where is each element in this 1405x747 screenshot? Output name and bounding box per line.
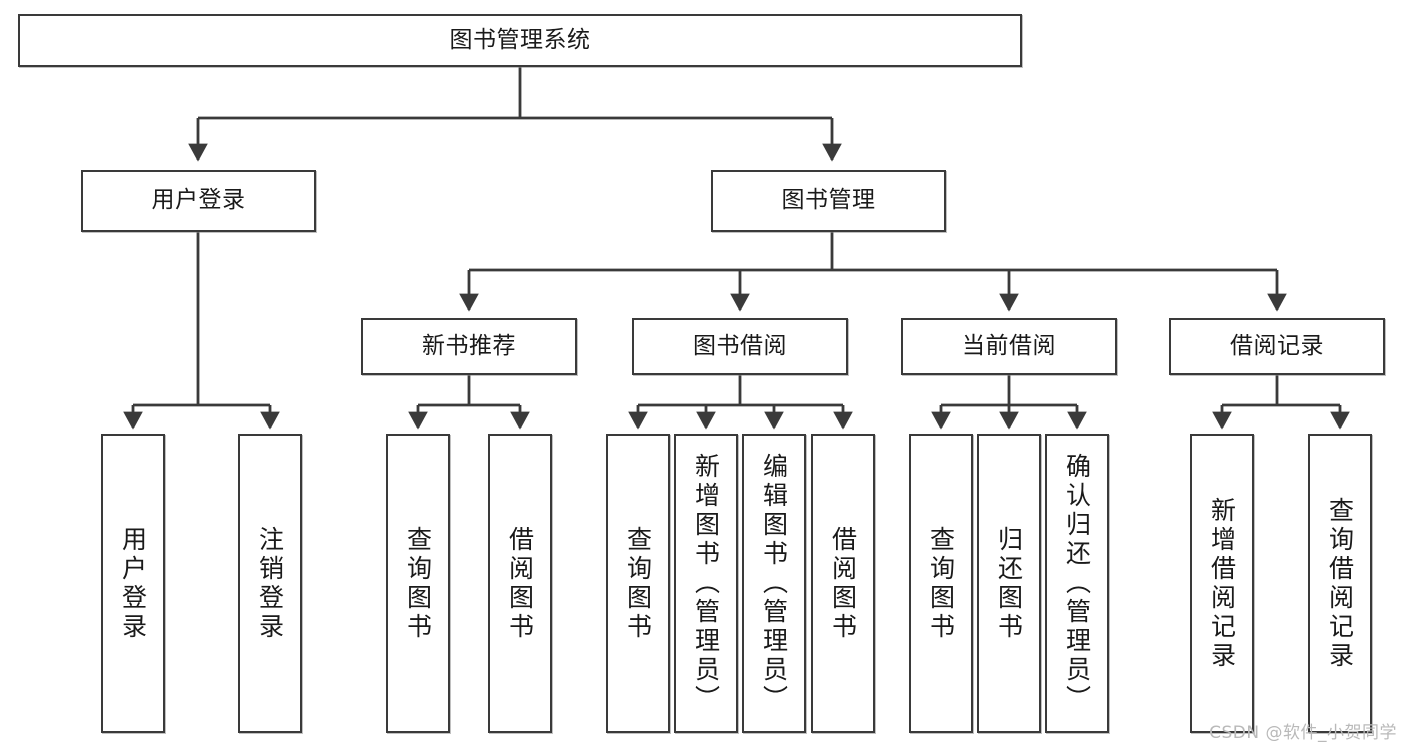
node-leaf-query-book-borrow[interactable]: 查询图书: [606, 434, 670, 733]
node-label: 归还图书: [994, 525, 1024, 642]
node-leaf-add-book-admin[interactable]: 新增图书（管理员）: [674, 434, 738, 733]
node-label: 借阅记录: [1230, 332, 1324, 359]
node-label: 当前借阅: [962, 332, 1056, 359]
node-root-system[interactable]: 图书管理系统: [18, 14, 1022, 67]
node-label: 图书管理系统: [449, 26, 591, 53]
node-borrow-record[interactable]: 借阅记录: [1169, 318, 1385, 375]
node-label: 查询图书: [926, 525, 956, 642]
node-label: 用户登录: [118, 525, 148, 642]
node-label: 图书管理: [781, 187, 876, 214]
node-label: 查询图书: [623, 525, 653, 642]
node-label: 查询图书: [403, 525, 433, 642]
node-label: 新书推荐: [422, 332, 516, 359]
node-leaf-confirm-return-admin[interactable]: 确认归还（管理员）: [1045, 434, 1109, 733]
node-leaf-query-book-new[interactable]: 查询图书: [386, 434, 450, 733]
node-label: 新增图书（管理员）: [691, 453, 721, 714]
node-new-book-recommend[interactable]: 新书推荐: [361, 318, 577, 375]
node-label: 确认归还（管理员）: [1062, 453, 1092, 714]
node-label: 用户登录: [151, 187, 246, 214]
node-label: 图书借阅: [693, 332, 787, 359]
node-leaf-borrow-book[interactable]: 借阅图书: [811, 434, 875, 733]
node-book-borrow[interactable]: 图书借阅: [632, 318, 848, 375]
node-label: 注销登录: [255, 525, 285, 642]
node-label: 借阅图书: [828, 525, 858, 642]
node-leaf-query-borrow-record[interactable]: 查询借阅记录: [1308, 434, 1372, 733]
node-leaf-return-book[interactable]: 归还图书: [977, 434, 1041, 733]
node-label: 新增借阅记录: [1207, 496, 1237, 671]
node-user-login[interactable]: 用户登录: [81, 170, 316, 232]
node-book-management[interactable]: 图书管理: [711, 170, 946, 232]
node-label: 编辑图书（管理员）: [759, 453, 789, 714]
node-label: 查询借阅记录: [1325, 496, 1355, 671]
node-leaf-add-borrow-record[interactable]: 新增借阅记录: [1190, 434, 1254, 733]
watermark-text: CSDN @软件_小贺同学: [1209, 723, 1397, 743]
node-label: 借阅图书: [505, 525, 535, 642]
node-leaf-query-book-current[interactable]: 查询图书: [909, 434, 973, 733]
node-leaf-borrow-book-new[interactable]: 借阅图书: [488, 434, 552, 733]
node-leaf-edit-book-admin[interactable]: 编辑图书（管理员）: [742, 434, 806, 733]
node-leaf-logout[interactable]: 注销登录: [238, 434, 302, 733]
node-leaf-user-login[interactable]: 用户登录: [101, 434, 165, 733]
node-current-borrow[interactable]: 当前借阅: [901, 318, 1117, 375]
